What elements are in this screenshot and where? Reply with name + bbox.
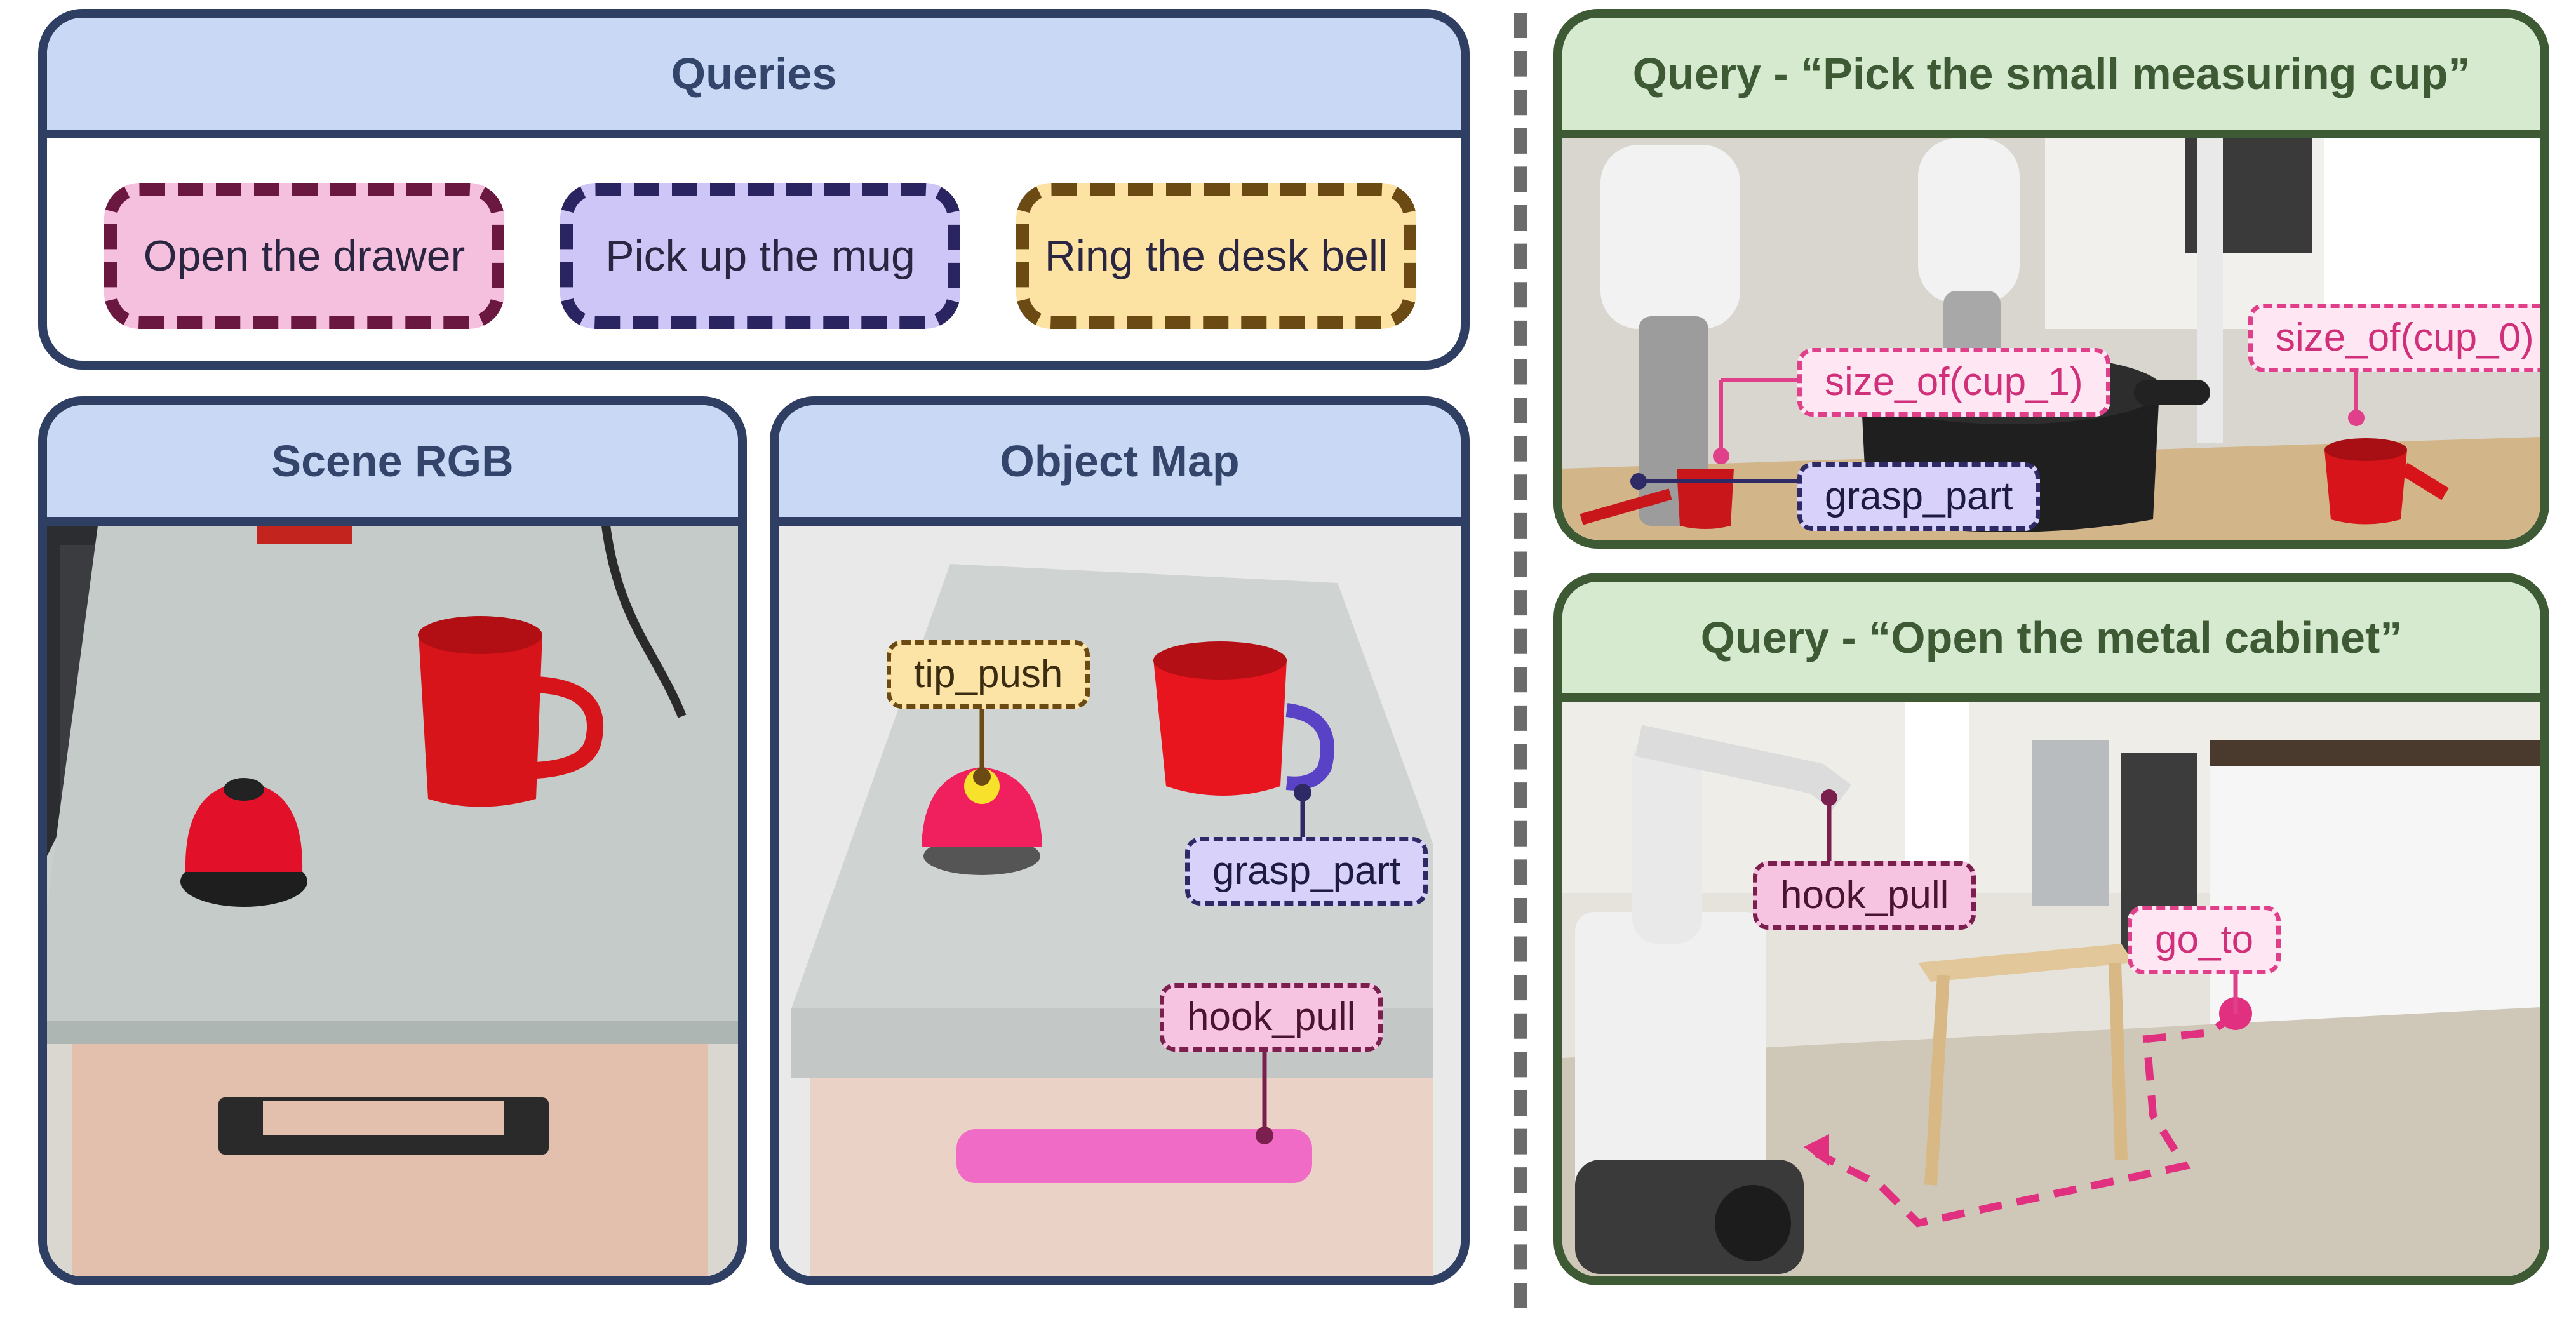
- query-open-drawer[interactable]: Open the drawer: [104, 183, 504, 329]
- scene-rgb-panel: Scene RGB: [38, 396, 747, 1285]
- tag-grasp-part: grasp_part: [1185, 837, 1428, 906]
- object-map-panel: Object Map tip_push grasp_part hook: [770, 396, 1470, 1285]
- queries-body: Open the drawer Pick up the mug Ring the…: [47, 138, 1461, 361]
- query-cup-panel: Query - “Pick the small measuring cup”: [1553, 9, 2549, 549]
- object-map-title: Object Map: [779, 405, 1461, 526]
- tag-size-cup-1: size_of(cup_1): [1797, 348, 2110, 417]
- tag-hook-pull: hook_pull: [1160, 983, 1383, 1052]
- query-cabinet-panel: Query - “Open the metal cabinet”: [1553, 573, 2549, 1285]
- queries-title: Queries: [47, 18, 1461, 138]
- query-cabinet-title: Query - “Open the metal cabinet”: [1562, 582, 2540, 702]
- tag-go-to: go_to: [2128, 906, 2281, 975]
- scene-rgb-photo: [47, 526, 738, 1276]
- tag-grasp-part-cup: grasp_part: [1797, 462, 2041, 532]
- query-cup-image: size_of(cup_0) size_of(cup_1) grasp_part: [1562, 138, 2540, 540]
- query-pick-mug[interactable]: Pick up the mug: [560, 183, 960, 329]
- queries-panel: Queries Open the drawer Pick up the mug …: [38, 9, 1470, 370]
- tag-tip-push: tip_push: [887, 640, 1090, 709]
- query-cup-title: Query - “Pick the small measuring cup”: [1562, 18, 2540, 138]
- query-cabinet-photo: [1562, 702, 2540, 1276]
- query-ring-bell[interactable]: Ring the desk bell: [1016, 183, 1416, 329]
- tag-hook-pull-cabinet: hook_pull: [1753, 861, 1976, 930]
- scene-rgb-image: [47, 526, 738, 1276]
- object-map-image: tip_push grasp_part hook_pull: [779, 526, 1461, 1276]
- query-cup-photo: [1562, 138, 2540, 540]
- section-divider: [1514, 13, 1527, 1308]
- scene-rgb-title: Scene RGB: [47, 405, 738, 526]
- query-cabinet-image: hook_pull go_to: [1562, 702, 2540, 1276]
- tag-size-cup-0: size_of(cup_0): [2248, 304, 2540, 373]
